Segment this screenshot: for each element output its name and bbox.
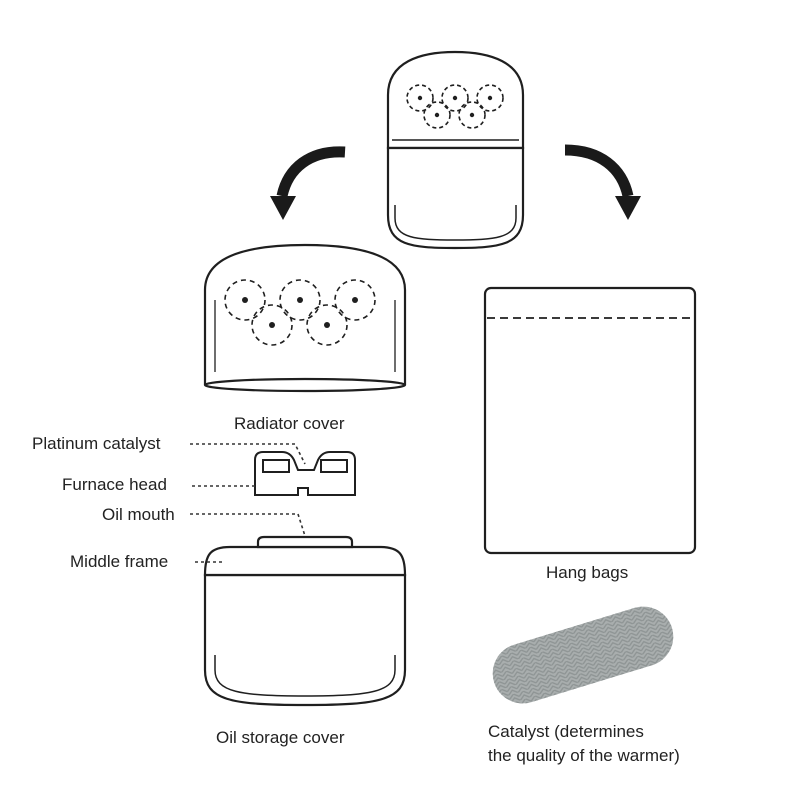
furnace-head: [254, 451, 356, 496]
platinum-catalyst-right: [320, 459, 348, 473]
oil-storage-cover-label: Oil storage cover: [216, 728, 345, 747]
assembled-warmer: [386, 50, 525, 250]
middle-frame: [203, 545, 407, 577]
platinum-catalyst-leader: [190, 443, 306, 465]
platinum-catalyst-left: [262, 459, 290, 473]
oil-mouth: [256, 535, 354, 549]
catalyst-label-line2: the quality of the warmer): [488, 746, 680, 765]
middle-frame-label: Middle frame: [70, 552, 169, 571]
leader-lines: [190, 443, 306, 563]
catalyst-pad: [492, 606, 674, 704]
warmer-vent-holes-icon: [406, 84, 504, 129]
oil-mouth-label: Oil mouth: [102, 505, 175, 524]
curved-arrow-left-icon: [270, 146, 346, 220]
radiator-vent-holes-icon: [224, 279, 376, 346]
radiator-cover-label: Radiator cover: [234, 414, 345, 433]
hang-bags-label: Hang bags: [546, 563, 629, 582]
hang-bag: [483, 286, 697, 555]
curved-arrow-right-icon: [564, 144, 641, 220]
platinum-catalyst-label: Platinum catalyst: [32, 434, 161, 453]
oil-storage-cover: [203, 535, 407, 707]
catalyst-label-line1: Catalyst (determines: [488, 722, 644, 741]
furnace-head-label: Furnace head: [62, 475, 167, 494]
oil-mouth-leader: [190, 513, 306, 537]
radiator-cover: [203, 243, 407, 393]
